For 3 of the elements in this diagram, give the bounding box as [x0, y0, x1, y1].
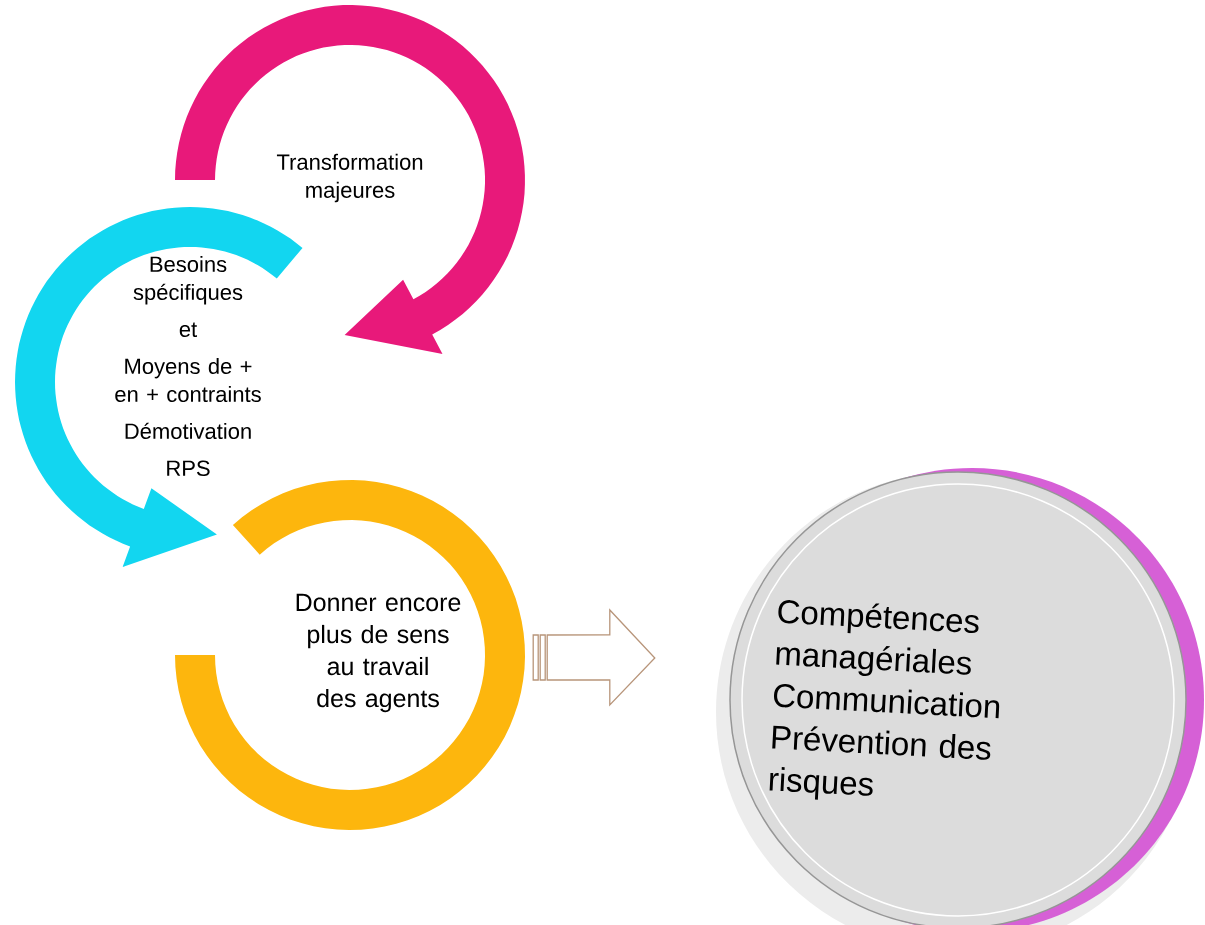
- block-arrow: [532, 608, 656, 707]
- disc: Compétences managériales Communication Prévention des risques: [716, 468, 1204, 925]
- ring: Donner encore plus de sens au travail des agents: [175, 480, 525, 830]
